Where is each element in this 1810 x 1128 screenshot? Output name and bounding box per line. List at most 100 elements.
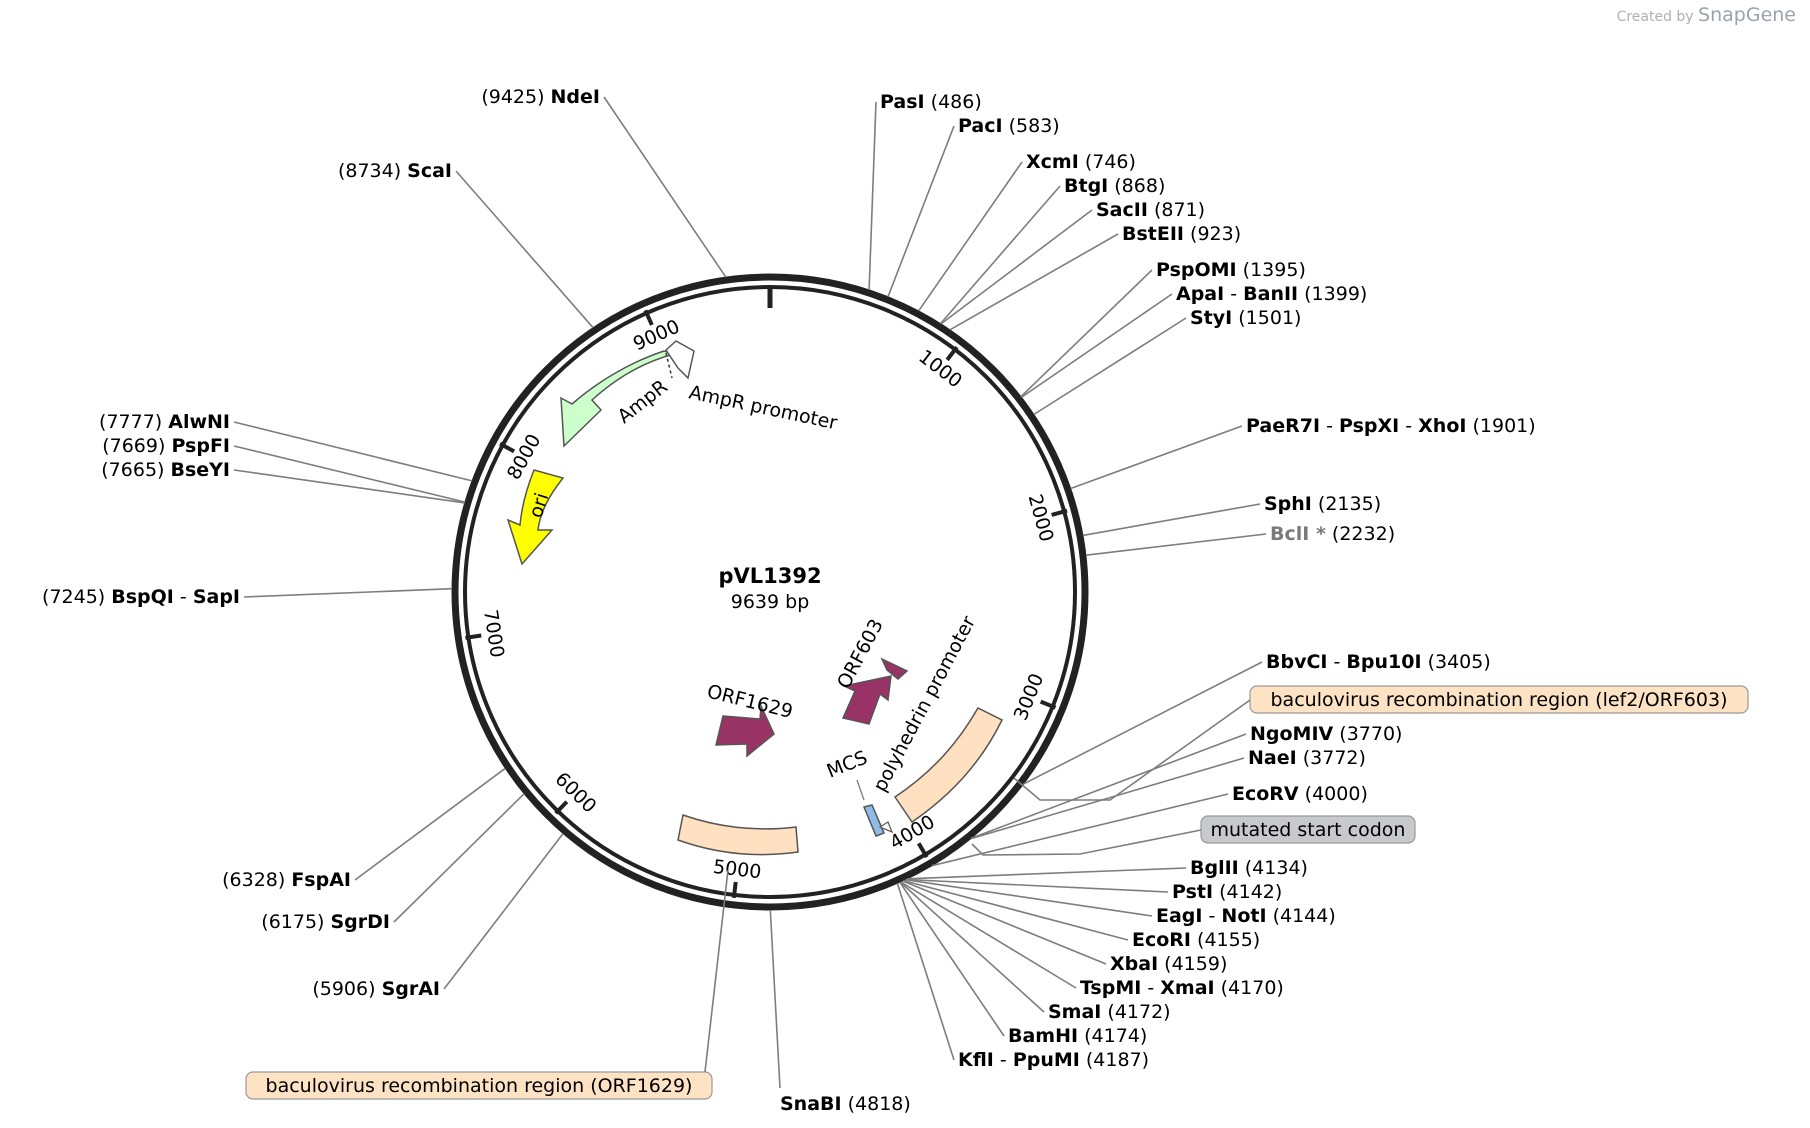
site-label: PacI (583) (958, 115, 1060, 137)
site-bbvci[interactable]: BbvCI - Bpu10I (3405) (1023, 651, 1491, 785)
site-label: (8734) ScaI (338, 160, 452, 182)
site-label: (5906) SgrAI (312, 978, 440, 1000)
site-bcli[interactable]: BclI * (2232) (1085, 523, 1395, 556)
feature-polyhedrin-promoter[interactable]: polyhedrin promoter (869, 612, 1003, 824)
site-label: SacII (871) (1096, 199, 1205, 221)
site-label: BglII (4134) (1190, 857, 1308, 879)
site-label: TspMI - XmaI (4170) (1080, 977, 1284, 999)
site-label: EcoRV (4000) (1232, 783, 1368, 805)
site-ngomiv[interactable]: NgoMIV (3770) (970, 723, 1402, 840)
tick-8000 (499, 441, 516, 454)
site-btgi[interactable]: BtgI (868) (939, 175, 1166, 325)
feature-orf1629[interactable]: ORF1629 (705, 681, 795, 758)
site-paer7i[interactable]: PaeR7I - PspXI - XhoI (1901) (1070, 415, 1536, 490)
site-label: (7777) AlwNI (99, 411, 230, 433)
snapgene-logo: SnapGene (1698, 4, 1796, 26)
site-tspmi[interactable]: TspMI - XmaI (4170) (900, 881, 1284, 999)
tick-2000 (1051, 508, 1068, 517)
site-fspai[interactable]: (6328) FspAI (222, 767, 506, 891)
restriction-sites: (9425) NdeI (8734) ScaI (7777) AlwNI(7669)… (42, 86, 1536, 1115)
tick-3000 (1039, 699, 1057, 710)
tick-4000 (916, 842, 929, 859)
site-label: BstEII (923) (1122, 223, 1241, 245)
site-apai[interactable]: ApaI - BanII (1399) (1020, 283, 1367, 398)
site-label: BamHI (4174) (1008, 1025, 1147, 1047)
orf1629-label: ORF1629 (705, 681, 795, 724)
feature-ssrr-orf1629-arc[interactable] (677, 814, 799, 856)
site-sphi[interactable]: SphI (2135) (1082, 493, 1381, 537)
tick-label-3000: 3000 (1010, 670, 1049, 723)
site-xbai[interactable]: XbaI (4159) (902, 880, 1228, 975)
site-label: (7665) BseYI (101, 459, 230, 481)
site-sgrdi[interactable]: (6175) SgrDI (261, 793, 525, 933)
site-styi[interactable]: StyI (1501) (1033, 307, 1302, 416)
site-label: SphI (2135) (1264, 493, 1381, 515)
box-lef2-orf603[interactable]: baculovirus recombination region (lef2/O… (1013, 685, 1749, 801)
site-smai[interactable]: SmaI (4172) (899, 881, 1171, 1023)
site-naei[interactable]: NaeI (3772) (970, 747, 1366, 840)
site-label: (6175) SgrDI (261, 911, 390, 933)
site-label: PasI (486) (880, 91, 982, 113)
feature-orf603[interactable]: ORF603 (833, 615, 909, 725)
site-snabi[interactable]: SnaBI (4818) (769, 909, 911, 1115)
ampr-label: AmpR (614, 376, 672, 428)
site-label: (9425) NdeI (481, 86, 600, 108)
feature-ampr[interactable]: AmpR (560, 350, 677, 448)
site-paci[interactable]: PacI (583) (887, 115, 1060, 297)
site-pspfi[interactable]: (7669) PspFI (102, 435, 466, 503)
box-orf1629-label: baculovirus recombination region (ORF162… (266, 1075, 693, 1097)
tick-label-5000: 5000 (712, 856, 763, 883)
plasmid-length: 9639 bp (731, 591, 810, 613)
site-label: PstI (4142) (1172, 881, 1282, 903)
credit-prefix: Created by (1616, 9, 1694, 25)
tick-9000 (643, 309, 654, 326)
plasmid-name: pVL1392 (718, 564, 821, 588)
site-psti[interactable]: PstI (4142) (905, 878, 1282, 904)
site-bamhi[interactable]: BamHI (4174) (899, 881, 1147, 1047)
site-label: EcoRI (4155) (1132, 929, 1260, 951)
site-kfli[interactable]: KflI - PpuMI (4187) (896, 883, 1149, 1071)
site-bglii[interactable]: BglII (4134) (907, 857, 1308, 880)
site-label: SnaBI (4818) (780, 1093, 911, 1115)
site-ecori[interactable]: EcoRI (4155) (903, 879, 1261, 951)
site-label: PspOMI (1395) (1156, 259, 1306, 281)
site-label: XbaI (4159) (1110, 953, 1227, 975)
site-label: BbvCI - Bpu10I (3405) (1266, 651, 1491, 673)
site-scai[interactable]: (8734) ScaI (338, 160, 594, 329)
site-label: PaeR7I - PspXI - XhoI (1901) (1246, 415, 1536, 437)
site-label: (7669) PspFI (102, 435, 230, 457)
site-label: BtgI (868) (1064, 175, 1165, 197)
site-label: (6328) FspAI (222, 869, 351, 891)
box-lef2-orf603-label: baculovirus recombination region (lef2/O… (1271, 689, 1728, 711)
tick-5000 (731, 881, 738, 899)
site-xcmi[interactable]: XcmI (746) (917, 151, 1136, 312)
site-label: KflI - PpuMI (4187) (958, 1049, 1149, 1071)
site-ecorv[interactable]: EcoRV (4000) (931, 783, 1368, 867)
feature-ampr-promoter[interactable]: AmpR promoter (665, 340, 839, 434)
ampr-promoter-label: AmpR promoter (687, 381, 839, 434)
site-alwni[interactable]: (7777) AlwNI (99, 411, 473, 482)
box-mutated-start-codon[interactable]: mutated start codon (971, 815, 1416, 856)
box-mutated-start-codon-label: mutated start codon (1211, 819, 1406, 841)
site-pspomi[interactable]: PspOMI (1395) (1020, 259, 1306, 398)
site-eagi[interactable]: EagI - NotI (4144) (905, 878, 1336, 927)
site-ndei[interactable]: (9425) NdeI (481, 86, 727, 278)
feature-ori[interactable]: ori (506, 469, 565, 566)
site-sacii[interactable]: SacII (871) (940, 199, 1205, 325)
site-label: ApaI - BanII (1399) (1176, 283, 1367, 305)
box-orf1629[interactable]: baculovirus recombination region (ORF162… (245, 869, 729, 1100)
site-bsteii[interactable]: BstEII (923) (949, 223, 1241, 331)
tick-1000 (945, 345, 959, 362)
tick-label-2000: 2000 (1024, 492, 1058, 544)
site-label: SmaI (4172) (1048, 1001, 1171, 1023)
site-bspqi[interactable]: (7245) BspQI - SapI (42, 586, 453, 608)
tick-label-7000: 7000 (479, 608, 508, 659)
site-label: BclI * (2232) (1270, 523, 1395, 545)
tick-7000 (465, 633, 482, 640)
site-label: EagI - NotI (4144) (1156, 905, 1336, 927)
site-sgrai[interactable]: (5906) SgrAI (312, 833, 564, 1001)
site-pasi[interactable]: PasI (486) (868, 91, 982, 290)
site-label: XcmI (746) (1026, 151, 1136, 173)
site-bseyi[interactable]: (7665) BseYI (101, 459, 465, 504)
